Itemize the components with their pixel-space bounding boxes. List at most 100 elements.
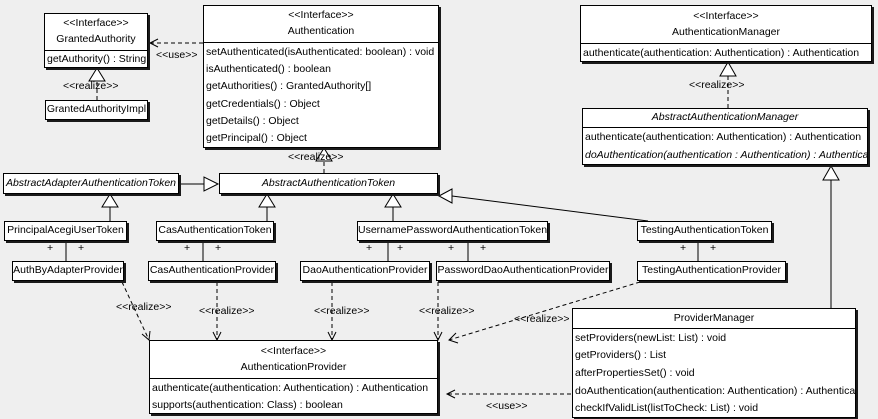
association-end-label: +: [47, 242, 54, 254]
class-title: ProviderManager: [573, 309, 855, 328]
association-end-label: +: [680, 242, 687, 254]
class-name: ProviderManager: [673, 311, 755, 324]
generalization-adapter-token-to-abstract-token: [179, 176, 220, 192]
class-title: AbstractAuthenticationManager: [583, 109, 867, 127]
method: getProviders() : List: [575, 349, 667, 362]
realize-label: <<realize>>: [689, 79, 745, 91]
class-title: TestingAuthenticationToken: [638, 222, 771, 240]
class-name: TestingAuthenticationProvider: [642, 264, 781, 277]
class-authentication-manager: <<Interface>> AuthenticationManager auth…: [580, 5, 872, 62]
stereotype-label: <<Interface>>: [288, 9, 354, 22]
realize-abstract-manager-to-authentication-manager: [719, 60, 737, 108]
class-name: CasAuthenticationProvider: [149, 264, 275, 277]
generalization-principal-to-adapter-token: [101, 193, 119, 221]
method: afterPropertiesSet() : void: [575, 366, 695, 379]
class-title: CasAuthenticationToken: [157, 222, 273, 240]
class-name: AbstractAdapterAuthenticationToken: [5, 176, 177, 189]
association-end-label: +: [215, 242, 222, 254]
class-granted-authority-impl: GrantedAuthorityImpl: [45, 100, 148, 120]
class-principal-acegi-user-token: PrincipalAcegiUserToken: [4, 221, 127, 241]
class-title: <<Interface>> GrantedAuthority: [45, 14, 147, 50]
association-end-label: +: [366, 242, 373, 254]
class-title: PrincipalAcegiUserToken: [5, 222, 126, 240]
operations: setAuthenticated(isAuthenticated: boolea…: [204, 42, 438, 147]
class-title: <<Interface>> Authentication: [204, 6, 438, 42]
class-title: AuthByAdapterProvider: [13, 262, 123, 280]
operations: setProviders(newList: List) : void getPr…: [573, 328, 855, 417]
class-testing-authentication-token: TestingAuthenticationToken: [637, 221, 772, 241]
generalization-userpwd-token-to-abstract-token: [384, 193, 402, 221]
class-name: UsernamePasswordAuthenticationToken: [358, 224, 547, 237]
realize-label: <<realize>>: [63, 80, 119, 92]
association-end-label: +: [184, 242, 191, 254]
class-abstract-authentication-token: AbstractAuthenticationToken: [219, 173, 438, 194]
association-end-label: +: [397, 242, 404, 254]
class-title: TestingAuthenticationProvider: [638, 262, 785, 280]
class-name: CasAuthenticationToken: [158, 224, 272, 237]
class-name: DaoAuthenticationProvider: [302, 264, 428, 277]
method: doAuthentication(authentication: Authent…: [575, 384, 855, 397]
class-name: TestingAuthenticationToken: [640, 224, 769, 237]
method: getCredentials() : Object: [206, 97, 320, 110]
class-title: UsernamePasswordAuthenticationToken: [358, 222, 547, 240]
class-provider-manager: ProviderManager setProviders(newList: Li…: [572, 308, 856, 418]
method: authenticate(authentication: Authenticat…: [152, 381, 429, 394]
generalization-cas-token-to-abstract-token: [258, 193, 276, 221]
method: checkIfValidList(listToCheck: List) : vo…: [575, 402, 759, 415]
class-cas-authentication-token: CasAuthenticationToken: [156, 221, 274, 241]
association-end-label: +: [710, 242, 717, 254]
stereotype-label: <<Interface>>: [260, 344, 327, 357]
class-password-dao-authentication-provider: PasswordDaoAuthenticationProvider: [436, 261, 610, 281]
class-name: Authentication: [287, 25, 355, 38]
use-provider-manager-to-provider-if: [445, 389, 571, 399]
method: setAuthenticated(isAuthenticated: boolea…: [206, 45, 435, 58]
stereotype-label: <<Interface>>: [693, 9, 759, 22]
realize-label: <<realize>>: [199, 305, 255, 317]
method: isAuthenticated() : boolean: [206, 62, 331, 75]
realize-label: <<realize>>: [116, 301, 172, 313]
association-end-label: +: [448, 242, 455, 254]
method: doAuthentication(authentication : Authen…: [585, 149, 867, 161]
class-name: PasswordDaoAuthenticationProvider: [437, 264, 609, 277]
realize-label: <<realize>>: [419, 305, 475, 317]
realize-label: <<realize>>: [514, 313, 570, 325]
class-name: AuthenticationManager: [672, 25, 780, 38]
method: authenticate(authentication: Authenticat…: [585, 131, 862, 143]
class-title: <<Interface>> AuthenticationManager: [581, 6, 871, 43]
method: supports(authentication: Class) : boolea…: [152, 398, 343, 411]
use-label: <<use>>: [486, 400, 528, 412]
method: getAuthority() : String: [47, 53, 147, 65]
class-name: PrincipalAcegiUserToken: [7, 224, 124, 237]
class-name: AuthByAdapterProvider: [13, 264, 123, 277]
class-name: GrantedAuthorityImpl: [46, 103, 147, 116]
method: getDetails() : Object: [206, 114, 299, 127]
class-name: AuthenticationProvider: [240, 360, 347, 373]
class-cas-authentication-provider: CasAuthenticationProvider: [148, 261, 276, 281]
class-title: CasAuthenticationProvider: [149, 262, 275, 280]
operations: authenticate(authentication: Authenticat…: [150, 378, 437, 413]
method: setProviders(newList: List) : void: [575, 331, 727, 344]
operations: authenticate(authentication: Authenticat…: [581, 43, 871, 61]
class-title: PasswordDaoAuthenticationProvider: [437, 262, 609, 280]
operations: getAuthority() : String: [45, 50, 147, 67]
generalization-testing-token-to-abstract-token: [437, 188, 649, 222]
association-end-label: +: [480, 242, 487, 254]
stereotype-label: <<Interface>>: [63, 17, 129, 30]
association-end-label: +: [78, 242, 85, 254]
realize-impl-to-granted-authority: [88, 67, 106, 100]
realize-abstract-token-to-authentication: [315, 147, 333, 173]
class-title: GrantedAuthorityImpl: [46, 101, 147, 119]
operations: authenticate(authentication: Authenticat…: [583, 127, 867, 164]
method: getPrincipal() : Object: [206, 132, 307, 145]
class-testing-authentication-provider: TestingAuthenticationProvider: [637, 261, 786, 281]
realize-label: <<realize>>: [314, 305, 370, 317]
class-granted-authority: <<Interface>> GrantedAuthority getAuthor…: [44, 13, 148, 68]
realize-password-dao-provider-to-provider-if: [433, 282, 443, 342]
use-authentication-to-granted-authority: [148, 38, 203, 48]
class-title: <<Interface>> AuthenticationProvider: [150, 341, 437, 378]
class-username-password-authentication-token: UsernamePasswordAuthenticationToken: [357, 221, 548, 241]
method: authenticate(authentication: Authenticat…: [583, 46, 860, 59]
use-label: <<use>>: [156, 49, 198, 61]
